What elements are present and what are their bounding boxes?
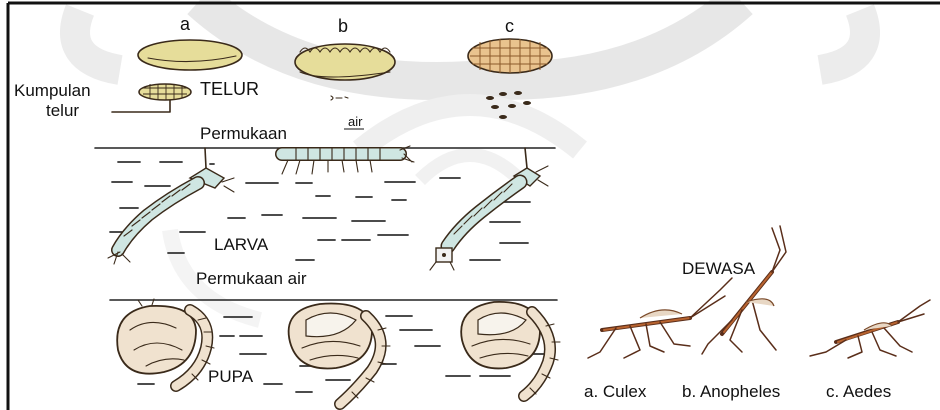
pupa-section: Permukaan air [110, 269, 560, 404]
larva-surface-label: Permukaan [200, 124, 287, 143]
pupa-stage-label: PUPA [208, 367, 254, 386]
larva-section: Permukaan air [95, 114, 555, 270]
anopheles-egg-icon [295, 44, 395, 80]
egg-raft-icon [139, 84, 191, 100]
anopheles-pupa-icon [289, 304, 390, 404]
egg-cluster-label: Kumpulan [14, 81, 91, 100]
egg-stage-label: TELUR [200, 79, 259, 99]
egg-letter-c: c [505, 16, 514, 36]
culex-egg-icon [138, 40, 242, 70]
larva-stage-label: LARVA [214, 235, 269, 254]
adult-species-aedes: c. Aedes [826, 382, 891, 401]
egg-cluster-pointer [112, 100, 170, 112]
egg-cluster-label-line2: telur [46, 101, 79, 120]
pupa-surface-label: Permukaan air [196, 269, 307, 288]
adult-species-anopheles: b. Anopheles [682, 382, 780, 401]
aedes-egg-icon [468, 39, 552, 73]
egg-letter-b: b [338, 16, 348, 36]
adult-section: DEWASA [584, 226, 930, 401]
culex-adult-icon [588, 278, 732, 358]
anopheles-larva-icon [282, 146, 414, 174]
egg-letter-a: a [180, 14, 191, 34]
adult-species-culex: a. Culex [584, 382, 647, 401]
larva-surface-label-air: air [348, 114, 363, 129]
anopheles-adult-icon [702, 226, 786, 354]
adult-stage-label: DEWASA [682, 259, 756, 278]
aedes-adult-icon [810, 300, 930, 358]
culex-pupa-icon [117, 299, 214, 386]
aedes-pupa-icon [461, 302, 560, 396]
